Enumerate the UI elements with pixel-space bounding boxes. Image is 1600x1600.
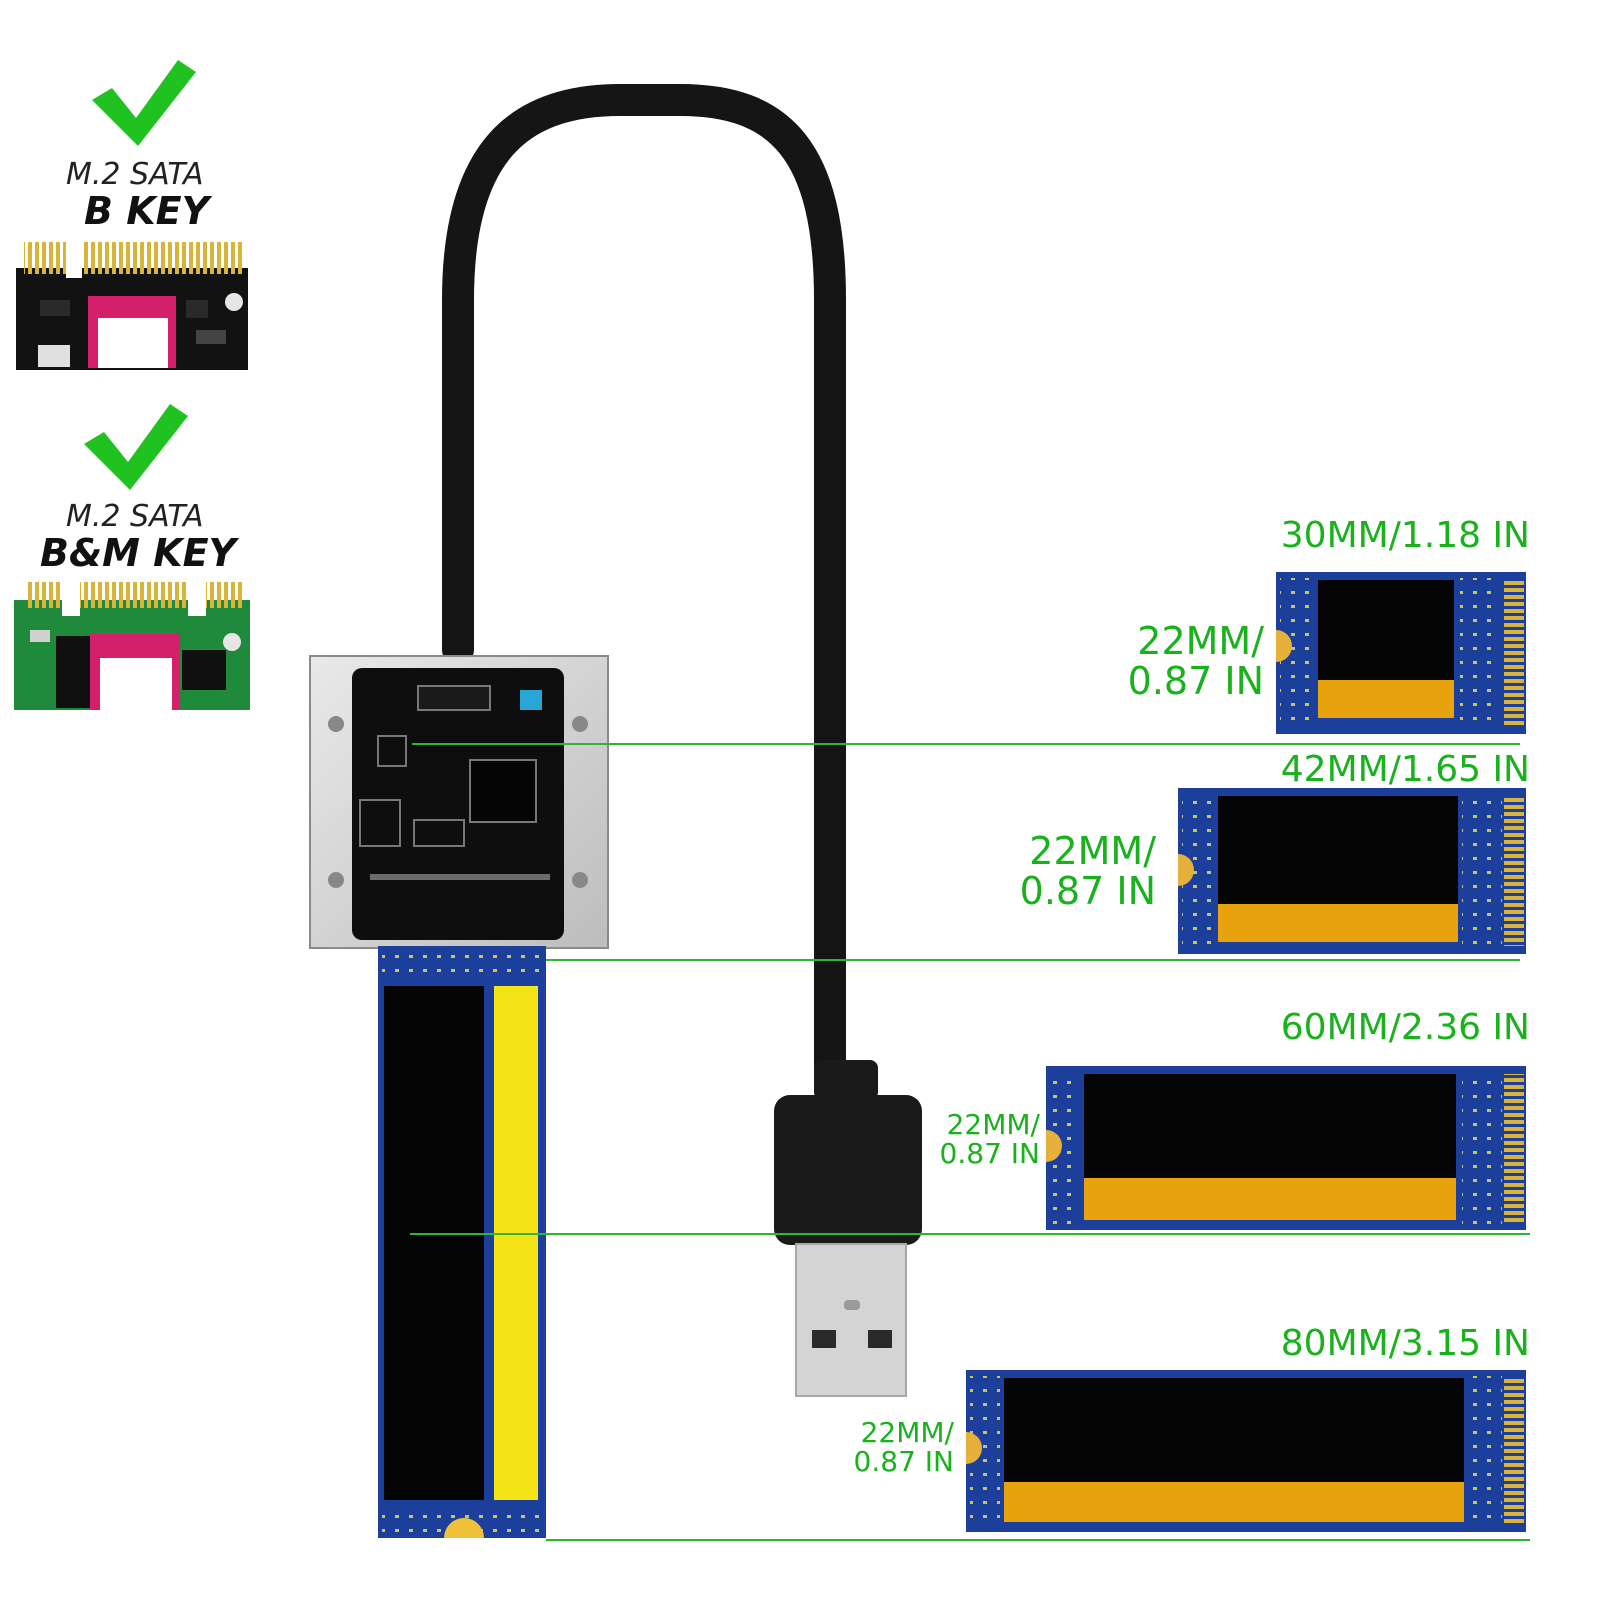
drive-60mm-length: 60MM/2.36 IN — [1280, 1007, 1530, 1048]
drive-42mm-width-line1: 22MM/ — [1029, 829, 1156, 873]
drive-60mm-width-line1: 22MM/ — [946, 1108, 1040, 1141]
drive-80mm-width-line1: 22MM/ — [860, 1416, 954, 1449]
bm-key-card — [14, 582, 250, 710]
bm-key-line1: M.2 SATA — [66, 499, 204, 534]
drive-42mm-length: 42MM/1.65 IN — [1280, 749, 1530, 790]
enclosure-case — [309, 655, 609, 949]
b-key-line1: M.2 SATA — [66, 157, 204, 192]
ssd-80mm — [966, 1370, 1526, 1532]
drive-80mm-width: 22MM/ 0.87 IN — [854, 1418, 954, 1477]
guide-lines — [410, 743, 1530, 1541]
drive-42mm-width-line2: 0.87 IN — [1019, 868, 1156, 913]
drive-30mm-width: 22MM/ 0.87 IN — [1127, 619, 1264, 703]
inserted-ssd — [378, 946, 546, 1538]
drive-80mm-width-line2: 0.87 IN — [853, 1445, 954, 1479]
ssd-42mm — [1178, 788, 1526, 954]
drive-80mm-length: 80MM/3.15 IN — [1280, 1323, 1530, 1364]
b-key-card — [16, 242, 248, 370]
ssd-30mm — [1276, 572, 1526, 734]
check-icon — [92, 60, 196, 146]
ssd-60mm — [1046, 1066, 1526, 1230]
b-key-line2: B KEY — [84, 189, 210, 233]
drive-60mm-width: 22MM/ 0.87 IN — [940, 1110, 1040, 1169]
bm-key-line2: B&M KEY — [40, 531, 237, 575]
drive-30mm-width-line1: 22MM/ — [1137, 619, 1264, 663]
check-icon — [84, 404, 188, 490]
drive-30mm-length: 30MM/1.18 IN — [1280, 515, 1530, 556]
drive-60mm-width-line2: 0.87 IN — [939, 1137, 1040, 1171]
usb-cable — [442, 84, 846, 1086]
usb-a-plug — [774, 1060, 922, 1397]
drive-30mm-width-line2: 0.87 IN — [1127, 658, 1264, 703]
drive-42mm-width: 22MM/ 0.87 IN — [1019, 829, 1156, 913]
